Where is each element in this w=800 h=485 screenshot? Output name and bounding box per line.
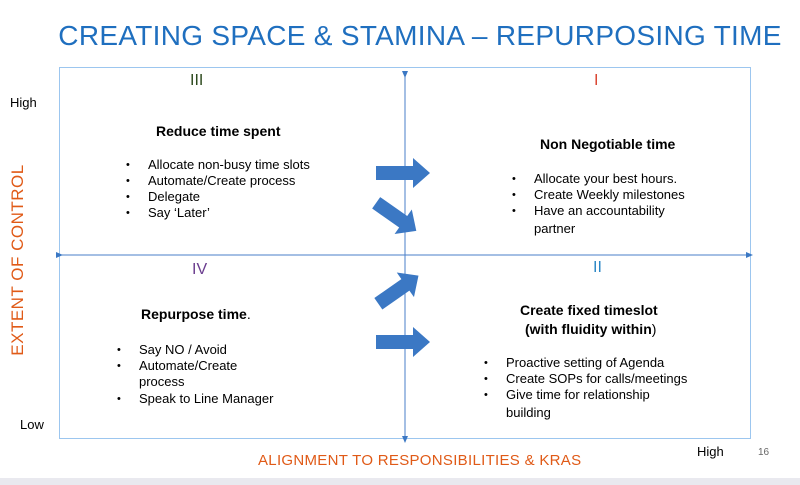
list-item: Give time for relationship [484, 387, 687, 403]
list-item: Proactive setting of Agenda [484, 355, 687, 371]
list-item: Say ‘Later’ [126, 205, 310, 221]
list-item: Automate/Create process [126, 173, 310, 189]
list-item: Create SOPs for calls/meetings [484, 371, 687, 387]
quadrant-iv-numeral: IV [192, 261, 208, 278]
arrow-down-right-icon [372, 197, 417, 235]
list-item: Allocate your best hours. [512, 171, 685, 187]
list-item: Have an accountability [512, 203, 685, 219]
bottom-bar [0, 478, 800, 485]
page-number: 16 [758, 447, 770, 458]
list-item: Allocate non-busy time slots [126, 157, 310, 173]
quadrant-i-heading: Non Negotiable time [540, 136, 676, 152]
list-item: Say NO / Avoid [117, 342, 237, 358]
quadrant-i-list: Allocate your best hours. Create Weekly … [512, 171, 685, 219]
arrow-right-upper-icon [376, 158, 430, 188]
quadrant-iii-list: Allocate non-busy time slots Automate/Cr… [126, 157, 310, 221]
quadrant-iii-numeral: III [190, 72, 204, 89]
arrow-right-lower-icon [376, 327, 430, 357]
quadrant-iv-list: Say NO / Avoid Automate/Create [117, 342, 237, 374]
quadrant-i-numeral: I [594, 72, 599, 89]
quadrant-ii-numeral: II [593, 259, 602, 276]
quadrant-ii-heading-line1: Create fixed timeslot [520, 302, 658, 318]
quadrant-i-list-continuation: partner [534, 221, 576, 236]
quadrant-iv-list-continuation: process [139, 374, 185, 389]
quadrant-iv-heading: Repurpose time. [141, 306, 251, 322]
list-item: Create Weekly milestones [512, 187, 685, 203]
quadrant-iii-heading: Reduce time spent [156, 123, 281, 139]
list-item: Delegate [126, 189, 310, 205]
quadrant-ii-list-continuation: building [506, 405, 551, 420]
page-title: CREATING SPACE & STAMINA – REPURPOSING T… [58, 20, 782, 51]
y-high-label: High [10, 95, 37, 110]
arrow-up-right-icon [374, 272, 419, 310]
list-item: Speak to Line Manager [117, 391, 273, 407]
quadrant-ii-heading-line2: (with fluidity within) [525, 321, 657, 337]
y-low-label: Low [20, 417, 44, 432]
quadrant-ii-list: Proactive setting of Agenda Create SOPs … [484, 355, 687, 403]
x-axis-label: ALIGNMENT TO RESPONSIBILITIES & KRAS [258, 452, 582, 469]
y-axis-label: EXTENT OF CONTROL [8, 164, 27, 356]
quadrant-iv-list-2: Speak to Line Manager [117, 391, 273, 407]
list-item: Automate/Create [117, 358, 237, 374]
x-high-label: High [697, 444, 724, 459]
